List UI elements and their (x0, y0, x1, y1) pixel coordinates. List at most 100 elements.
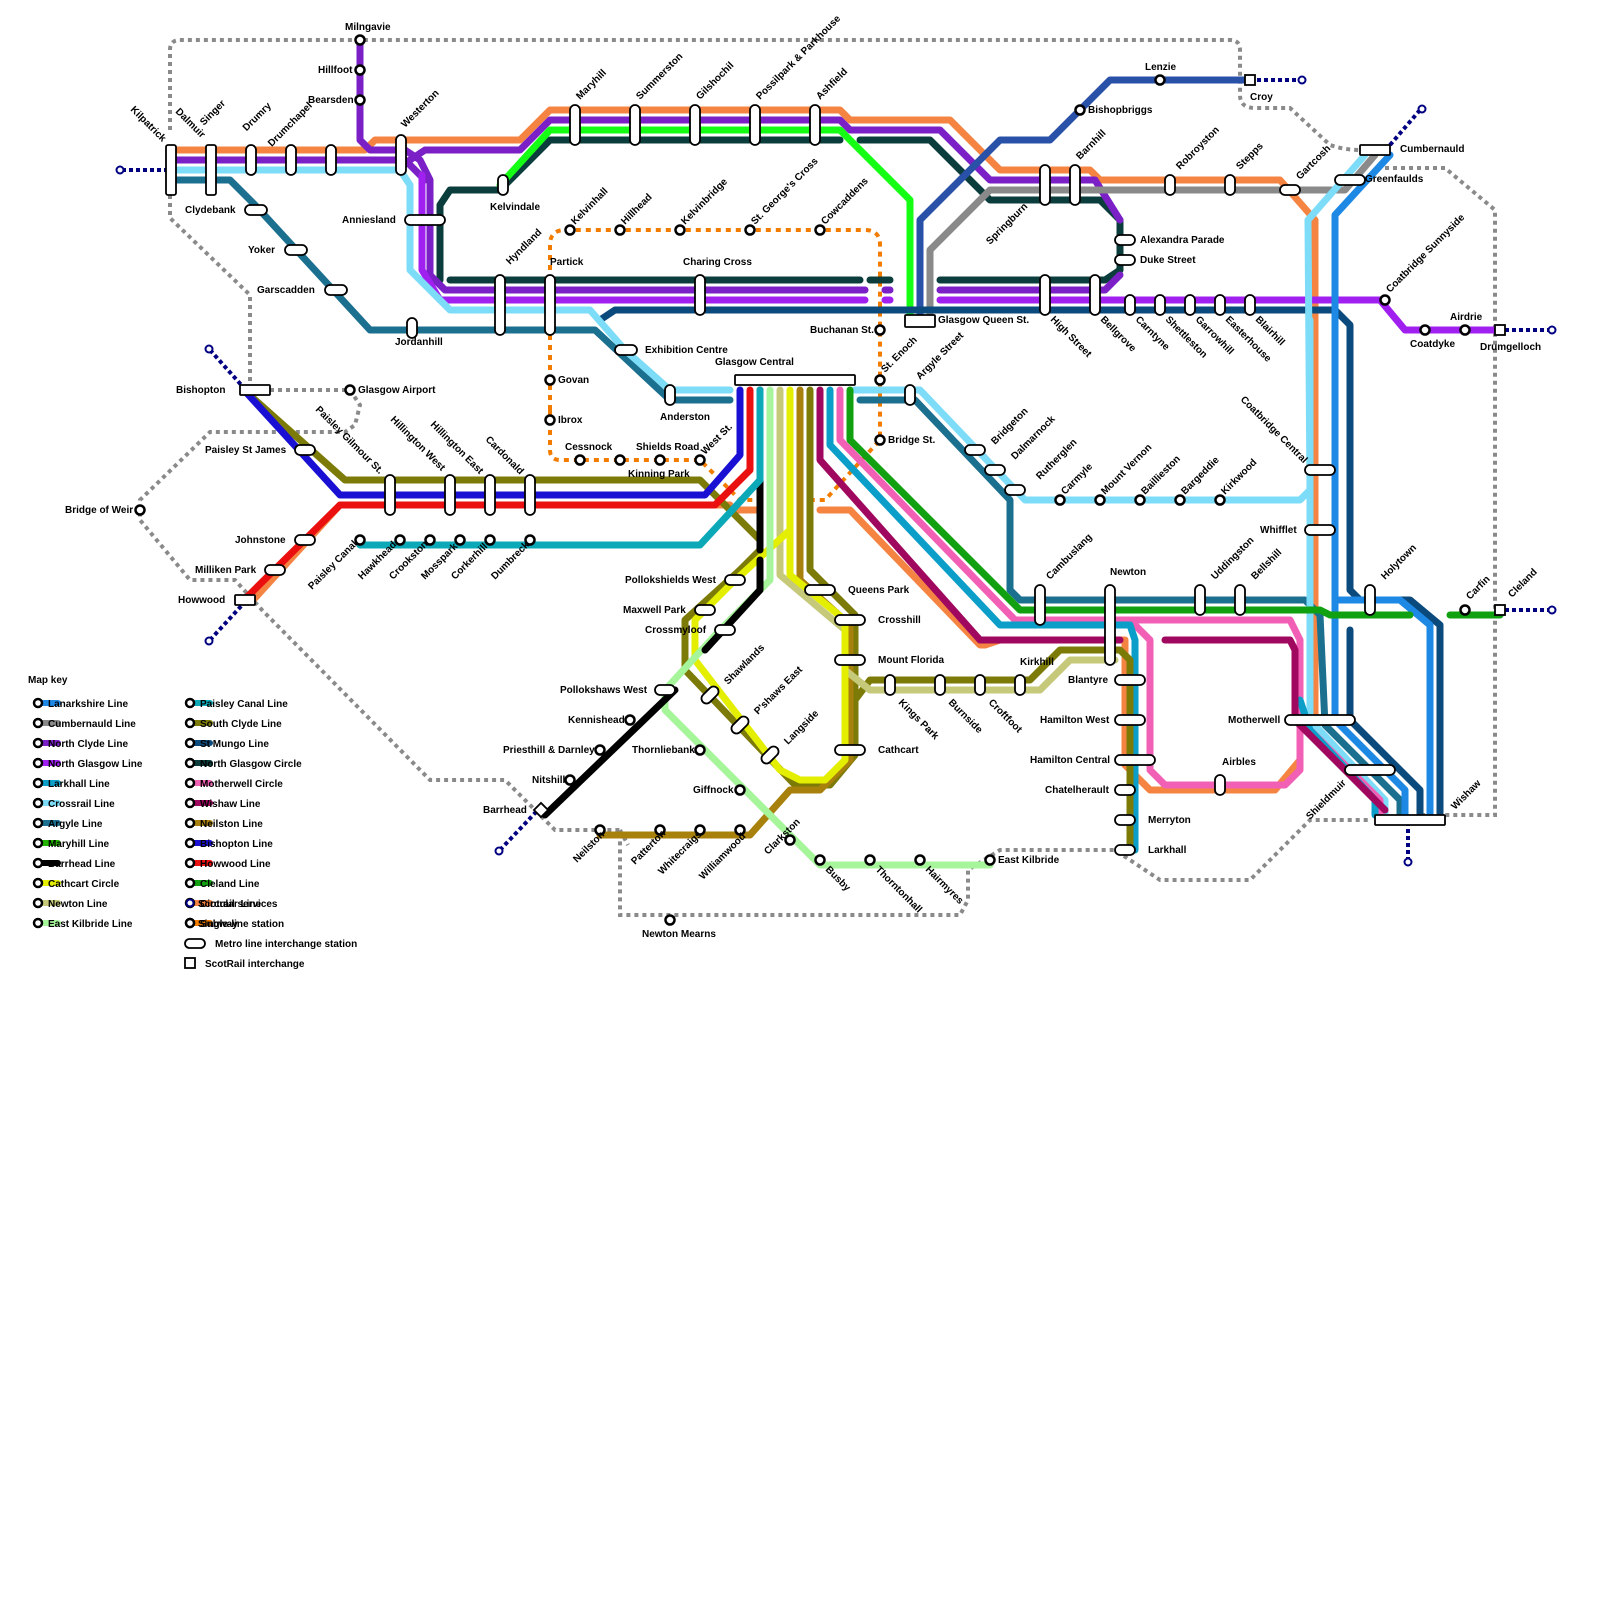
label-high-street: High Street (1048, 314, 1094, 360)
legend-line-label: East Kilbride Line (48, 919, 133, 930)
legend-line-label: Motherwell Circle (200, 779, 283, 790)
label-drumchapel: Drumchapel (266, 100, 315, 149)
label-crossmyloof: Crossmyloof (645, 625, 707, 636)
legend-item-north-glasgow-line: North Glasgow Line (32, 757, 143, 770)
label-glasgow-queen-st: Glasgow Queen St. (938, 315, 1029, 326)
label-maxwell-park: Maxwell Park (623, 605, 686, 616)
legend-station-icon (32, 897, 44, 909)
label-motherwell: Motherwell (1228, 715, 1280, 726)
label-hairmyres: Hairmyres (923, 864, 966, 907)
label-coatdyke: Coatdyke (1410, 339, 1455, 350)
legend-line-label: Circular Line (200, 899, 262, 910)
label-bargeddie: Bargeddie (1179, 454, 1222, 497)
legend-station-icon (32, 697, 44, 709)
legend-item-wishaw-line: Wishaw Line (184, 797, 261, 810)
label-mount-florida: Mount Florida (878, 655, 945, 666)
label-williamwood: Williamwood (697, 831, 748, 882)
legend-station-icon (32, 817, 44, 829)
wishaw-line (816, 386, 1389, 814)
label-burnside: Burnside (946, 697, 985, 736)
legend-symbol-label-scotrail-interchange: ScotRail interchange (205, 959, 305, 970)
label-summerston: Summerston (634, 51, 685, 102)
legend-line-label: Cumbernauld Line (48, 719, 136, 730)
legend-station-icon (32, 717, 44, 729)
legend-item-lanarkshire-line: Lanarkshire Line (32, 697, 128, 710)
newton-line (776, 386, 1119, 694)
label-newton-mearns: Newton Mearns (642, 929, 716, 940)
label-hillhead: Hillhead (619, 192, 654, 227)
scotrail-interchange-icon (184, 957, 196, 969)
legend-station-icon (32, 737, 44, 749)
label-lenzie: Lenzie (1145, 62, 1177, 73)
label-westerton: Westerton (399, 88, 441, 130)
legend-line-label: North Clyde Line (48, 739, 128, 750)
legend-line-label: Larkhall Line (48, 779, 110, 790)
legend-item-north-clyde-line: North Clyde Line (32, 737, 128, 750)
label-bellshill: Bellshill (1249, 547, 1284, 582)
legend-item-newton-line: Newton Line (32, 897, 108, 910)
label-maryhill: Maryhill (574, 67, 609, 102)
label-priesthill: Priesthill & Darnley (503, 745, 595, 756)
label-hyndland: Hyndland (504, 227, 544, 267)
legend-item-maryhill-line: Maryhill Line (32, 837, 110, 850)
single-line-stations[interactable] (134, 34, 1471, 926)
label-cardonald: Cardonald (483, 434, 526, 477)
label-yoker: Yoker (248, 245, 275, 256)
legend-station-icon (184, 697, 196, 709)
label-holytown: Holytown (1379, 543, 1419, 583)
label-neilston: Neilston (571, 829, 607, 865)
label-hamilton-central: Hamilton Central (1030, 755, 1110, 766)
label-croftfoot: Croftfoot (986, 697, 1024, 735)
label-milngavie: Milngavie (345, 22, 391, 33)
legend-line-label: Cathcart Circle (48, 879, 120, 890)
legend-line-label: Subway (200, 919, 238, 930)
legend-line-label: Wishaw Line (200, 799, 261, 810)
legend-line-label: Maryhill Line (48, 839, 110, 850)
legend-line-label: Paisley Canal Line (200, 699, 288, 710)
label-kilpatrick: Kilpatrick (128, 104, 168, 144)
legend-item-east-kilbride-line: East Kilbride Line (32, 917, 133, 930)
legend-line-label: North Glasgow Line (48, 759, 143, 770)
label-ibrox: Ibrox (558, 415, 583, 426)
label-west-st: West St. (699, 421, 735, 457)
label-ashfield: Ashfield (814, 66, 850, 102)
scotrail-terminus-icons (115, 75, 1557, 867)
legend-item-cumbernauld-line: Cumbernauld Line (32, 717, 136, 730)
label-cessnock: Cessnock (565, 442, 613, 453)
label-hillfoot: Hillfoot (318, 65, 353, 76)
label-jordanhill: Jordanhill (395, 337, 443, 348)
label-east-kilbride: East Kilbride (998, 855, 1060, 866)
label-st-enoch: St. Enoch (879, 335, 919, 375)
label-barrhead: Barrhead (483, 805, 527, 816)
legend-line-label: Howwood Line (200, 859, 271, 870)
label-hamilton-west: Hamilton West (1040, 715, 1110, 726)
label-bellgrove: Bellgrove (1098, 314, 1138, 354)
legend-station-icon (184, 797, 196, 809)
label-larkhall: Larkhall (1148, 845, 1187, 856)
label-stepps: Stepps (1234, 140, 1266, 172)
label-pollokshaws-west: Pollokshaws West (560, 685, 648, 696)
legend-station-icon (32, 797, 44, 809)
interchange-stations[interactable] (165, 74, 1506, 856)
label-govan: Govan (558, 375, 589, 386)
label-bearsden: Bearsden (308, 95, 354, 106)
legend-symbol-label-scotrail: Scotrail services (198, 899, 278, 910)
legend-station-icon (184, 837, 196, 849)
legend-station-icon (184, 737, 196, 749)
label-singer: Singer (198, 98, 228, 128)
label-giffnock: Giffnock (693, 785, 734, 796)
legend-item-larkhall-line: Larkhall Line (32, 777, 110, 790)
legend-line-label: Barrhead Line (48, 859, 116, 870)
legend-station-icon (184, 817, 196, 829)
legend-line-label: Argyle Line (48, 819, 103, 830)
label-bridge-of-weir: Bridge of Weir (65, 505, 133, 516)
label-carfin: Carfin (1464, 574, 1492, 602)
label-bridge-st: Bridge St. (888, 435, 935, 446)
label-clydebank: Clydebank (185, 205, 236, 216)
subway-line (548, 228, 882, 502)
legend-station-icon (32, 857, 44, 869)
cumbernauld-line (916, 76, 1254, 324)
legend-station-icon (32, 917, 44, 929)
label-glasgow-central: Glasgow Central (715, 357, 794, 368)
